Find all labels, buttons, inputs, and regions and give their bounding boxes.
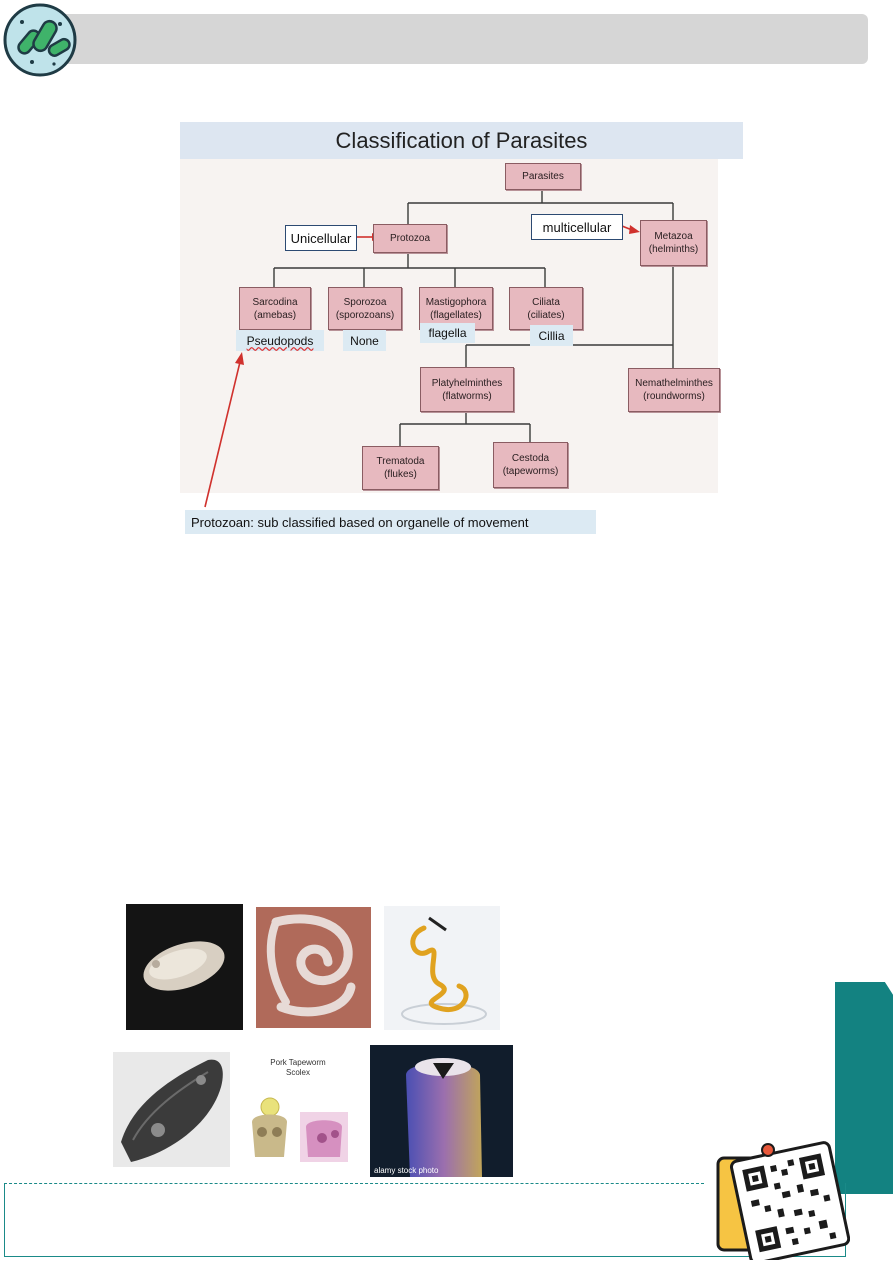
tag-flagella: flagella <box>420 323 475 343</box>
node-trematoda: Trematoda(flukes) <box>362 446 439 490</box>
node-mastigophora: Mastigophora(flagellates) <box>419 287 493 330</box>
roundworm-head-illustration <box>406 1058 482 1177</box>
diagram-title-band <box>180 122 743 159</box>
side-tab <box>835 982 893 1194</box>
node-cestoda: Cestoda(tapeworms) <box>493 442 568 488</box>
bacteria-logo-icon <box>3 3 77 77</box>
roundworm-illustration <box>401 916 487 1025</box>
node-sporozoa: Sporozoa(sporozoans) <box>328 287 402 330</box>
callout-unicellular: Unicellular <box>285 225 357 251</box>
fluke-sem-illustration <box>121 1059 223 1162</box>
photo-roundworm-head-sem: alamy stock photo <box>370 1045 513 1177</box>
tag-pseudopods: Pseudopods <box>236 330 324 351</box>
node-protozoa: Protozoa <box>373 224 447 253</box>
tapeworm-illustration <box>266 914 356 1017</box>
footer-dashed-line <box>4 1183 704 1184</box>
photo-fluke <box>126 904 243 1030</box>
photo-fluke-sem <box>113 1052 230 1167</box>
diagram-title: Classification of Parasites <box>335 127 588 153</box>
pork-tapeworm-caption: Pork Tapeworm Scolex <box>270 1058 326 1077</box>
node-sarcodina: Sarcodina(amebas) <box>239 287 311 330</box>
tag-none: None <box>343 330 386 351</box>
node-ciliata: Ciliata(ciliates) <box>509 287 583 330</box>
photo-pork-tapeworm-scolex: Pork Tapeworm Scolex <box>242 1052 354 1167</box>
stock-watermark: alamy stock photo <box>374 1166 439 1175</box>
node-metazoa: Metazoa(helminths) <box>640 220 707 266</box>
photo-roundworm <box>384 906 500 1030</box>
diagram-connectors <box>204 188 674 508</box>
fluke-illustration <box>143 941 225 991</box>
scolex-illustration <box>252 1097 348 1162</box>
tag-cillia: Cillia <box>530 325 573 346</box>
photo-tapeworm-coiled <box>256 907 371 1028</box>
header-bar <box>48 14 868 64</box>
callout-multicellular: multicellular <box>531 214 623 240</box>
qr-code-icon[interactable] <box>714 1140 850 1260</box>
node-platyhelminthes: Platyhelminthes(flatworms) <box>420 367 514 412</box>
protozoan-note: Protozoan: sub classified based on organ… <box>185 510 596 534</box>
node-parasites: Parasites <box>505 163 581 190</box>
node-nemathelminthes: Nemathelminthes(roundworms) <box>628 368 720 412</box>
